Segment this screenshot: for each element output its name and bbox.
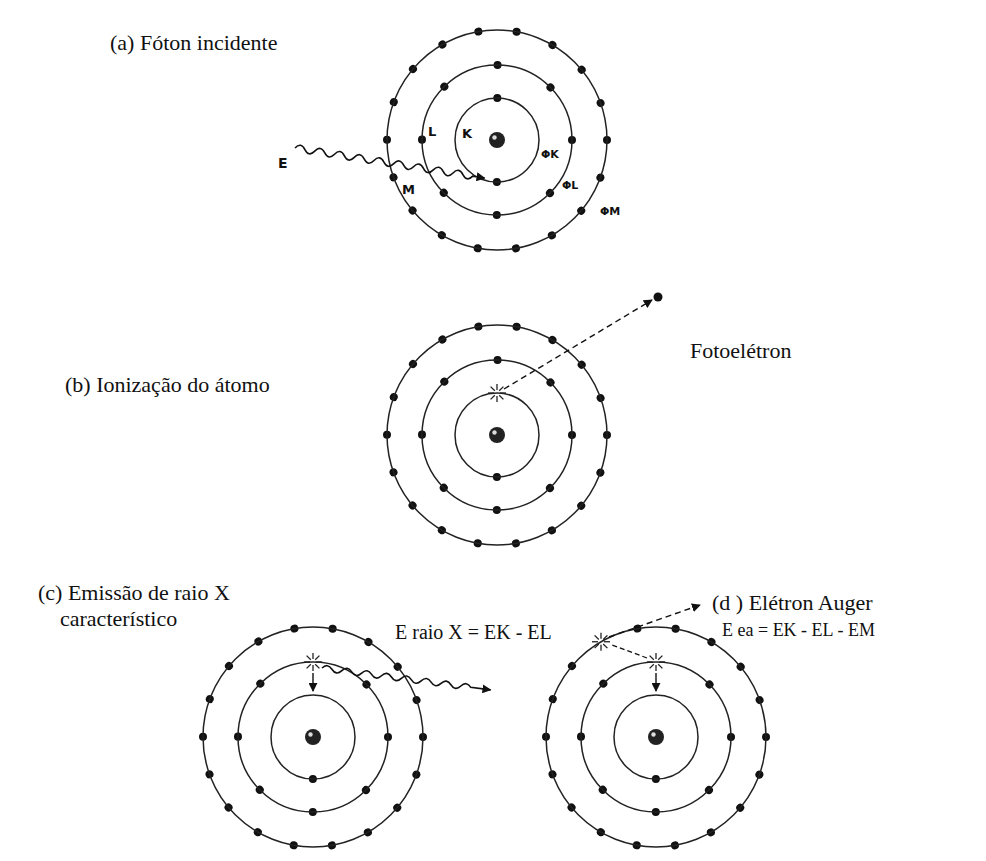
vacancy-burst xyxy=(488,384,506,402)
k-shell xyxy=(614,695,698,779)
nucleus-highlight xyxy=(308,732,312,736)
energy-transfer-line xyxy=(612,645,647,658)
binding-energy: ΦL xyxy=(562,179,578,192)
m-shell-electrons xyxy=(387,30,607,250)
nucleus xyxy=(489,132,505,148)
photoelectron xyxy=(654,293,663,302)
l-shell-electrons xyxy=(238,662,388,812)
m-shell-electrons xyxy=(203,627,423,847)
energy-equation: E raio X = EK - EL xyxy=(395,620,552,644)
l-shell xyxy=(422,65,572,215)
k-shell-electrons xyxy=(614,695,698,779)
l-shell xyxy=(238,662,388,812)
binding-energy: ΦM xyxy=(600,205,620,218)
panel-title: (d ) Elétron Auger xyxy=(712,590,873,616)
shell-letter: M xyxy=(402,182,415,198)
vacancy-burst xyxy=(304,653,322,671)
k-shell-electrons xyxy=(271,695,355,779)
auger-electron-path xyxy=(609,605,700,637)
characteristic-x-ray-wave xyxy=(322,665,491,693)
incident-photon-wave xyxy=(294,145,485,182)
m-shell xyxy=(546,627,766,847)
vacancy-burst xyxy=(647,653,665,671)
k-shell-electrons xyxy=(455,98,539,182)
nucleus-highlight xyxy=(492,135,496,139)
m-shell xyxy=(387,325,607,545)
nucleus xyxy=(648,729,664,745)
binding-energy: ΦK xyxy=(541,148,559,161)
shell-letter: K xyxy=(462,126,472,142)
photoelectron-path xyxy=(504,300,652,389)
nucleus-highlight xyxy=(492,430,496,434)
k-shell xyxy=(455,393,539,477)
l-shell-electrons xyxy=(422,360,572,510)
atom xyxy=(546,627,766,847)
l-shell xyxy=(581,662,731,812)
panel-title: (c) Emissão de raio X característico xyxy=(38,580,288,633)
panel-title: (a) Fóton incidente xyxy=(110,30,277,56)
l-shell-electrons xyxy=(581,662,731,812)
atom xyxy=(203,627,423,847)
nucleus xyxy=(489,427,505,443)
particle-label: Fotoelétron xyxy=(690,338,791,364)
nucleus-highlight xyxy=(651,732,655,736)
panel-title: (b) Ionização do átomo xyxy=(65,372,270,398)
transition-arrow xyxy=(655,673,656,691)
k-shell xyxy=(271,695,355,779)
m-shell-electrons xyxy=(387,325,607,545)
atom xyxy=(387,30,607,250)
nucleus xyxy=(305,729,321,745)
energy-label: E xyxy=(278,155,288,172)
m-shell xyxy=(203,627,423,847)
k-shell-electrons xyxy=(455,393,539,477)
l-shell-electrons xyxy=(422,65,572,215)
m-shell-electrons xyxy=(546,627,766,847)
l-shell xyxy=(422,360,572,510)
k-shell xyxy=(455,98,539,182)
m-shell xyxy=(387,30,607,250)
vacancy-burst xyxy=(592,633,610,651)
atom xyxy=(387,325,607,545)
energy-equation: E ea = EK - EL - EM xyxy=(722,620,875,642)
transition-arrow xyxy=(312,673,313,691)
shell-letter: L xyxy=(428,124,436,140)
